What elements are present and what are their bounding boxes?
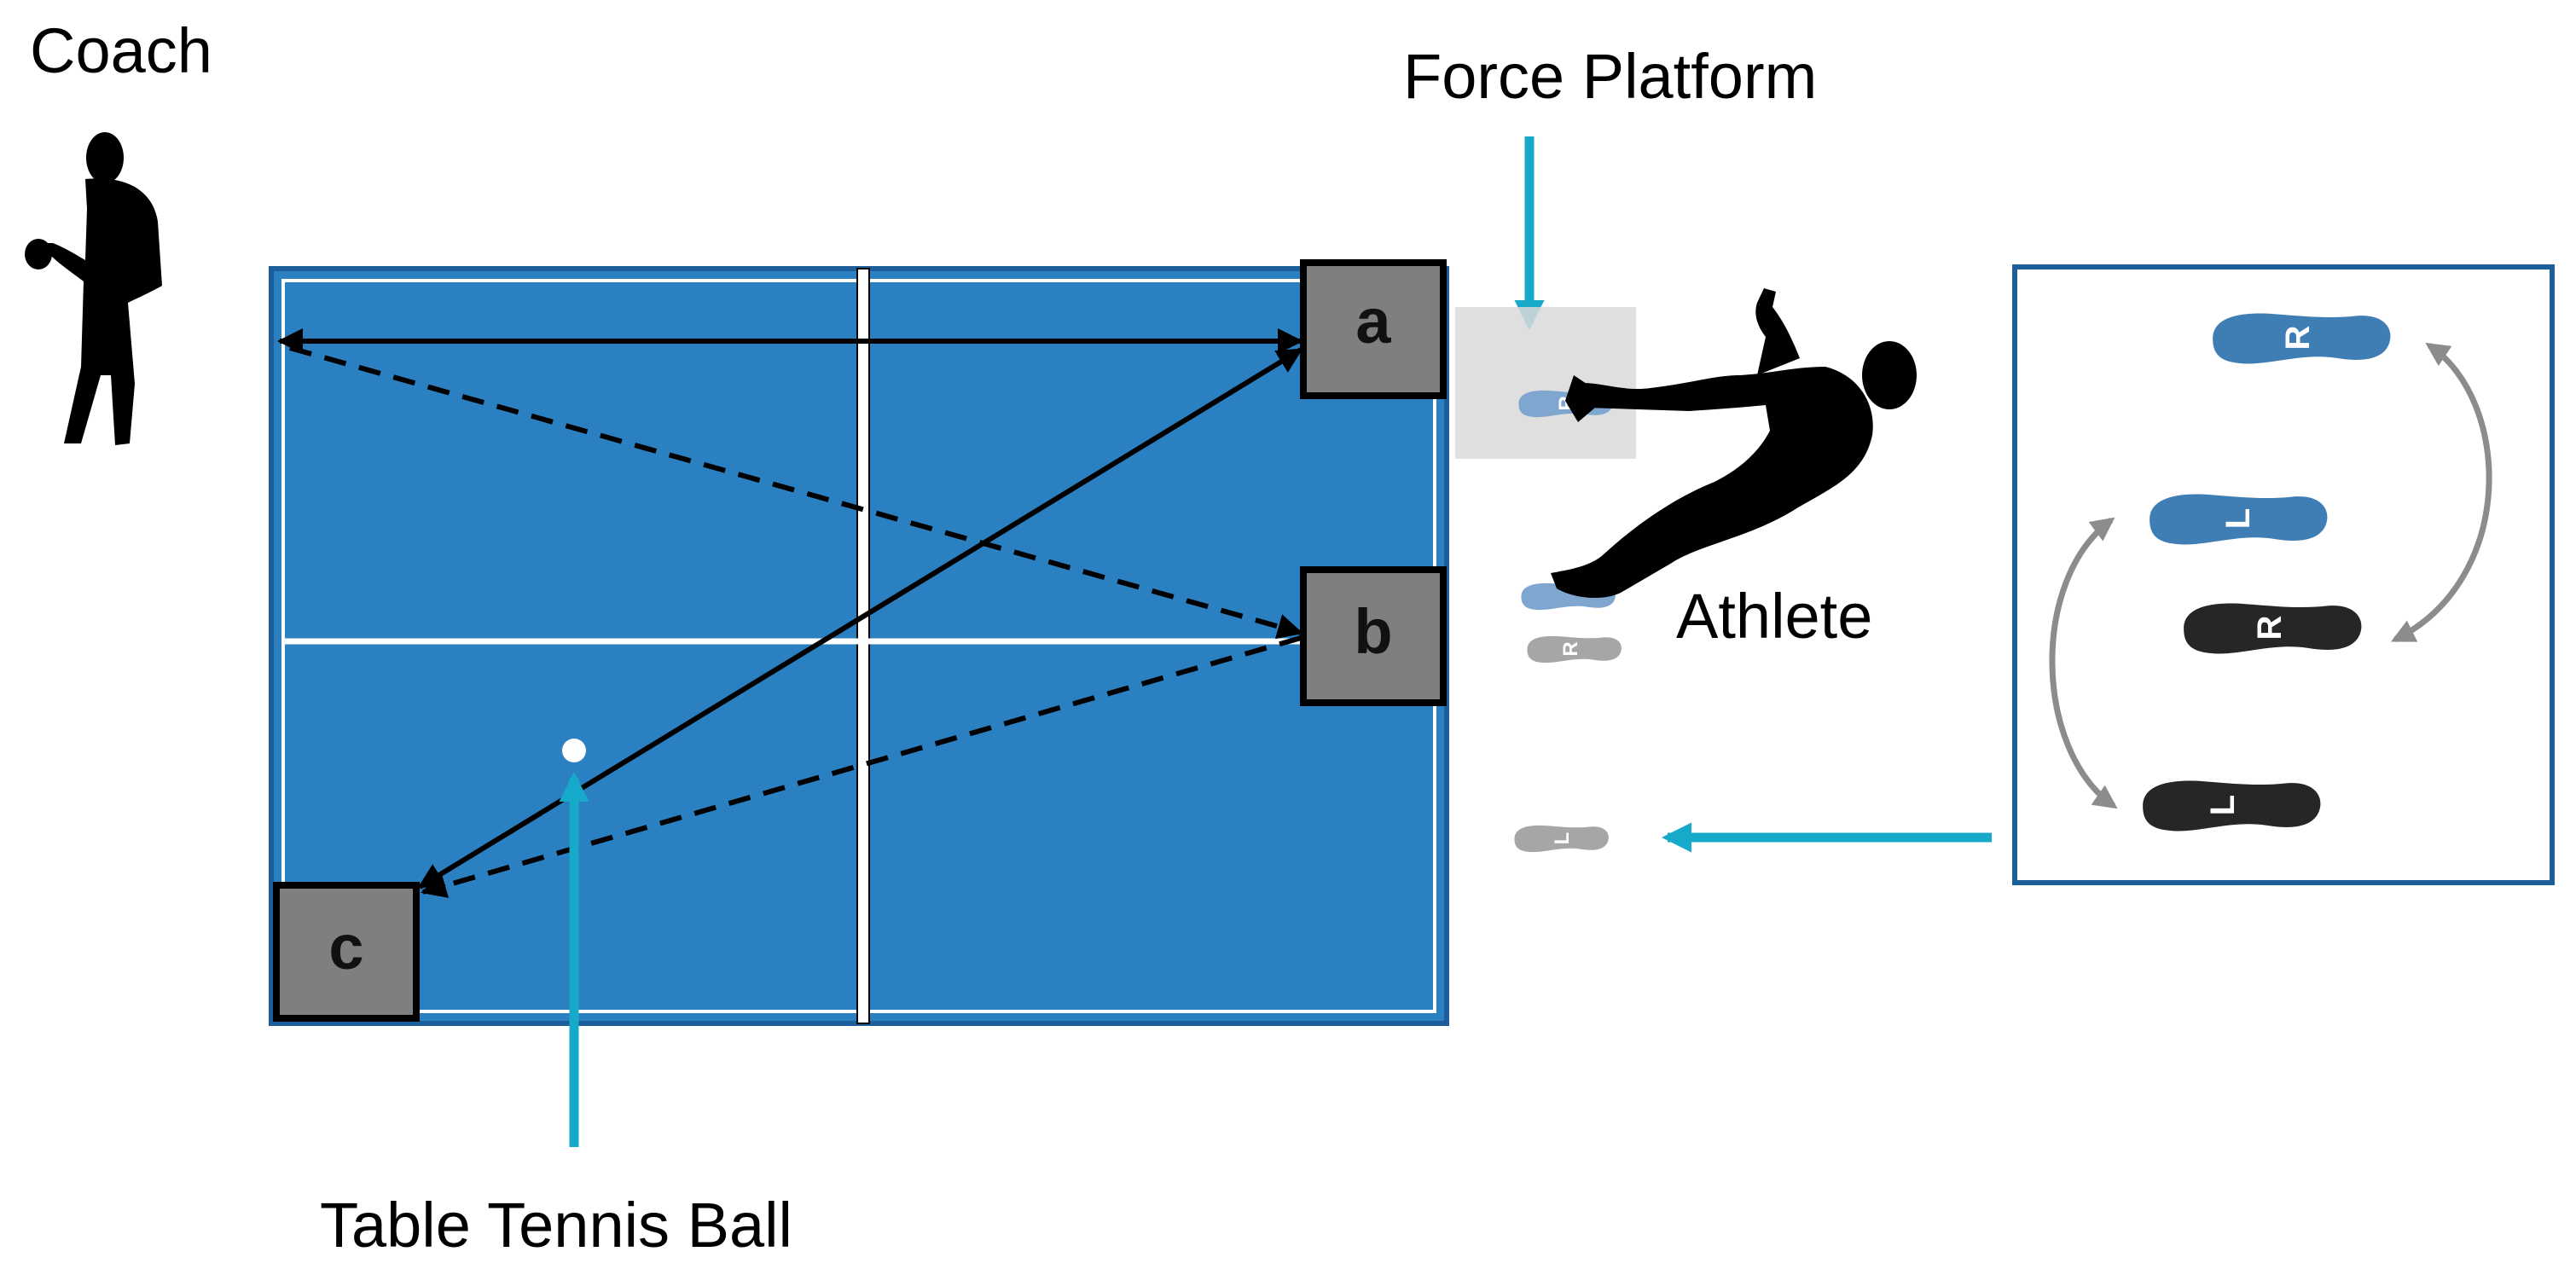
zone-c-label: c [328, 912, 363, 982]
footprint-l-grey: L [1514, 825, 1609, 853]
legend-arrow-left-foot [2049, 517, 2118, 809]
stepping-pattern-box: R L R L [2012, 264, 2555, 885]
legend-footprint-l-dark: L [2143, 780, 2321, 832]
athlete-silhouette-icon [1551, 288, 1917, 599]
footprint-r-grey: R [1527, 635, 1622, 663]
label-athlete: Athlete [1676, 581, 1872, 652]
legend-footprint-r-blue: R [2213, 313, 2391, 364]
svg-text:R: R [1559, 641, 1582, 656]
zone-b: b [1300, 566, 1447, 706]
label-force-platform: Force Platform [1403, 41, 1817, 112]
zone-c: c [273, 882, 420, 1022]
ball-icon [562, 739, 586, 762]
force-platform [1455, 307, 1636, 459]
label-table-tennis-ball: Table Tennis Ball [320, 1190, 792, 1260]
svg-text:R: R [2251, 615, 2289, 640]
zone-b-label: b [1354, 596, 1392, 667]
svg-text:R: R [2279, 325, 2317, 350]
legend-footprint-l-blue: L [2150, 494, 2328, 545]
svg-text:L: L [1551, 832, 1574, 845]
table-net [856, 268, 870, 1024]
svg-text:L: L [2204, 795, 2242, 815]
table-tennis-table [269, 266, 1449, 1026]
svg-text:L: L [2219, 508, 2257, 529]
zone-a-label: a [1355, 286, 1391, 356]
label-coach: Coach [30, 15, 212, 86]
legend-arrow-right-foot [2390, 342, 2492, 643]
coach-silhouette-icon [25, 132, 162, 445]
zone-a: a [1300, 259, 1447, 399]
legend-footprint-r-dark: R [2184, 603, 2362, 654]
